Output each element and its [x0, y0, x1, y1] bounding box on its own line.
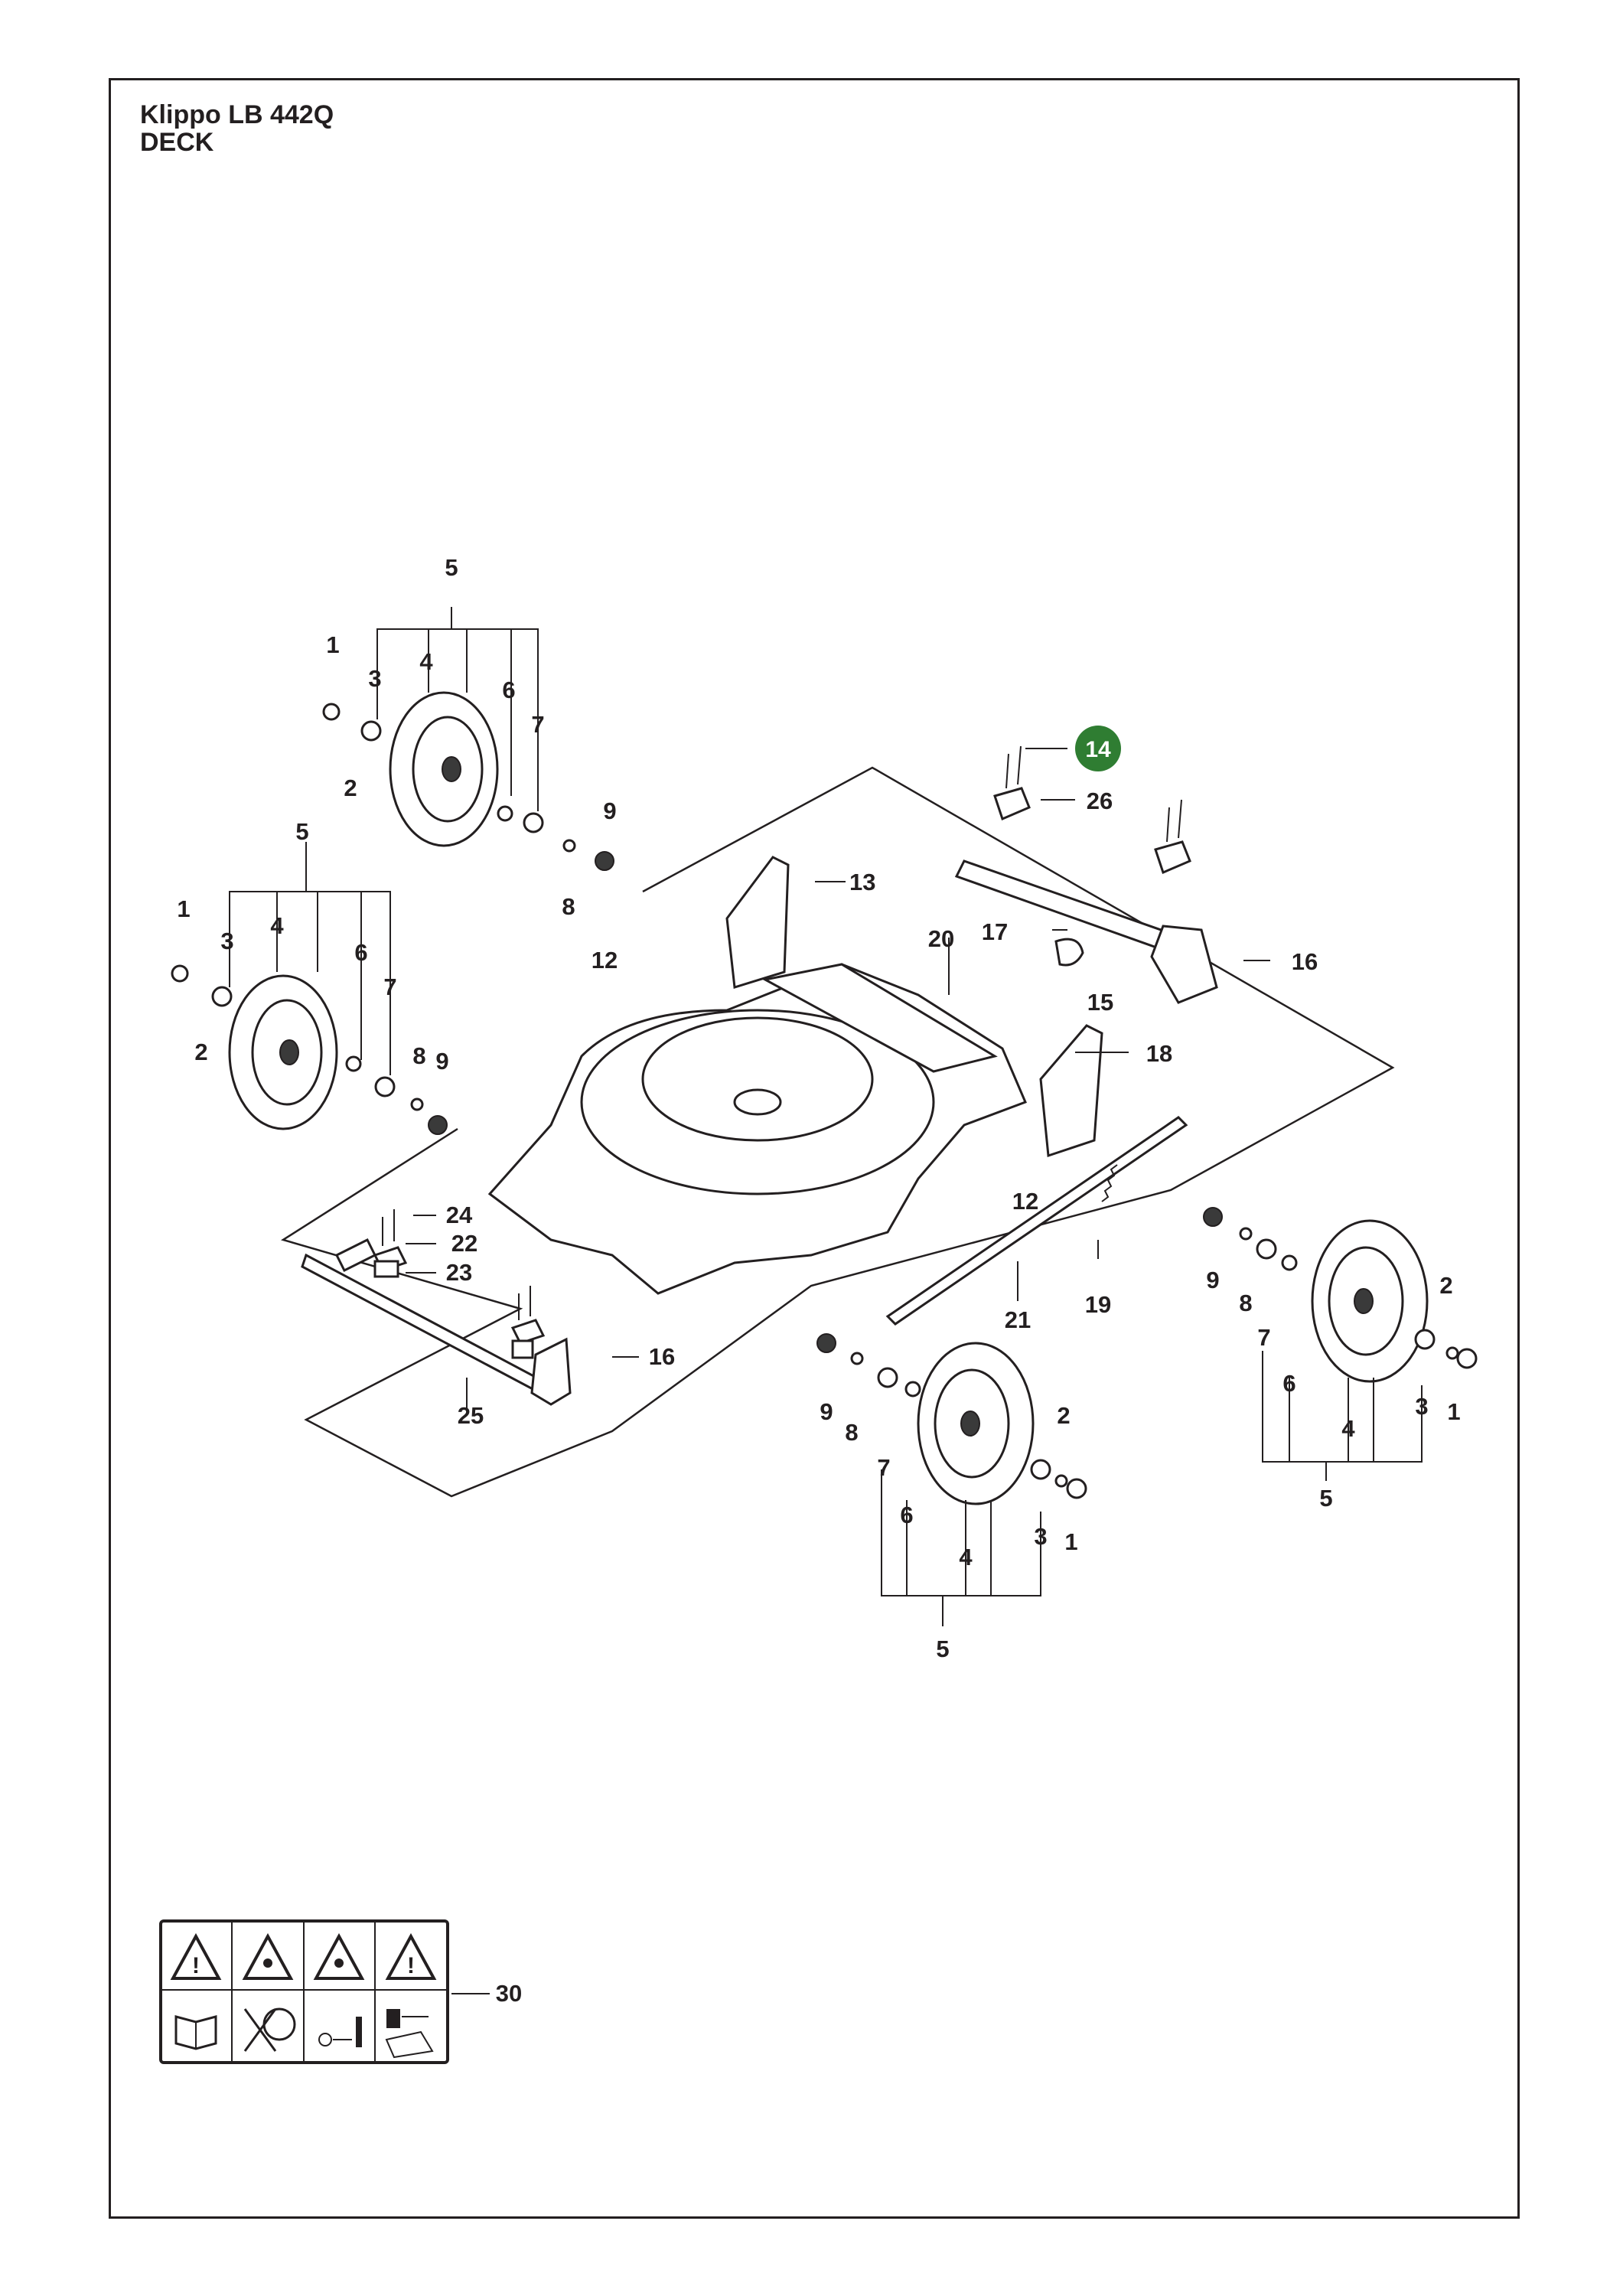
- callout-front-left-2[interactable]: 2: [344, 775, 357, 801]
- callout-leaders: [406, 748, 1270, 1994]
- wheel-rear-right: [816, 1333, 1087, 1505]
- callout-16a[interactable]: 16: [1292, 948, 1318, 975]
- callout-front-left-7[interactable]: 7: [531, 711, 544, 738]
- callout-rear-left-9[interactable]: 9: [435, 1048, 448, 1075]
- assembly-boundary: [280, 766, 1395, 1498]
- callout-17[interactable]: 17: [982, 918, 1008, 945]
- wheel-front-right: [1203, 1207, 1478, 1383]
- callout-front-left-1[interactable]: 1: [326, 631, 339, 658]
- callout-rear-left-2[interactable]: 2: [194, 1039, 207, 1065]
- manual-book-icon: [174, 2015, 217, 2050]
- svg-text:!: !: [407, 1953, 415, 1978]
- callout-front-right-9[interactable]: 9: [1206, 1267, 1219, 1293]
- callout-rear-right-3[interactable]: 3: [1034, 1523, 1047, 1550]
- safety-decal-label: ! !: [159, 1919, 449, 2064]
- callout-front-right-4[interactable]: 4: [1341, 1415, 1355, 1442]
- callout-13[interactable]: 13: [849, 869, 875, 895]
- callout-front-left-4[interactable]: 4: [419, 648, 433, 675]
- callout-front-right-8[interactable]: 8: [1239, 1290, 1252, 1316]
- bracket-13: [725, 856, 790, 989]
- callout-front-right-6[interactable]: 6: [1282, 1370, 1295, 1397]
- callout-15[interactable]: 15: [1087, 989, 1113, 1016]
- clamp-26: [993, 745, 1191, 875]
- callout-30[interactable]: 30: [496, 1980, 522, 2007]
- callout-rear-right-8[interactable]: 8: [845, 1419, 858, 1446]
- wheel-rear-left: [171, 964, 448, 1135]
- callout-14[interactable]: 14: [1085, 737, 1111, 762]
- callout-19[interactable]: 19: [1085, 1291, 1111, 1318]
- callout-25[interactable]: 25: [458, 1402, 484, 1429]
- svg-text:!: !: [192, 1953, 200, 1978]
- group-bracket-front-right: [1262, 1351, 1423, 1481]
- callout-front-left-9[interactable]: 9: [603, 797, 616, 824]
- callout-front-right-2[interactable]: 2: [1439, 1272, 1452, 1299]
- callout-front-right-3[interactable]: 3: [1415, 1393, 1428, 1420]
- warning-triangle-icon: !: [385, 1932, 437, 1980]
- bracket-18: [1039, 1024, 1103, 1158]
- keep-distance-icon: [318, 2017, 362, 2047]
- callout-rear-right-6[interactable]: 6: [900, 1502, 913, 1528]
- callout-rear-left-7[interactable]: 7: [383, 974, 396, 1000]
- wheel-front-left: [322, 691, 614, 871]
- highlight-badge[interactable]: [1075, 726, 1121, 771]
- callout-rear-right-group[interactable]: 5: [936, 1636, 949, 1662]
- callout-rear-right-4[interactable]: 4: [959, 1544, 973, 1570]
- callout-front-left-3[interactable]: 3: [368, 665, 381, 692]
- callout-23[interactable]: 23: [446, 1259, 472, 1286]
- callout-front-right-1[interactable]: 1: [1447, 1398, 1460, 1425]
- section-title: DECK: [140, 128, 214, 157]
- callout-12a[interactable]: 12: [592, 947, 618, 974]
- front-axle-21: [885, 1116, 1188, 1326]
- group-bracket-rear-right: [881, 1469, 1041, 1626]
- callout-rear-left-6[interactable]: 6: [354, 939, 367, 966]
- callout-rear-right-1[interactable]: 1: [1064, 1528, 1077, 1555]
- no-hands-feet-icon: [243, 2007, 296, 2052]
- group-bracket-rear-left: [229, 842, 391, 1075]
- disconnect-spark-plug-icon: [385, 2009, 434, 2059]
- warning-triangle-icon: !: [170, 1932, 222, 1980]
- callout-front-right-7[interactable]: 7: [1257, 1324, 1270, 1351]
- callout-front-left-group[interactable]: 5: [445, 554, 458, 581]
- callout-front-left-6[interactable]: 6: [502, 677, 515, 703]
- callout-18[interactable]: 18: [1146, 1040, 1172, 1067]
- callout-24[interactable]: 24: [446, 1202, 473, 1228]
- callout-rear-left-3[interactable]: 3: [220, 928, 233, 954]
- callout-21[interactable]: 21: [1005, 1306, 1031, 1333]
- warning-triangle-icon: [313, 1932, 365, 1980]
- callout-rear-left-group[interactable]: 5: [295, 818, 308, 845]
- callout-rear-right-2[interactable]: 2: [1057, 1402, 1070, 1429]
- rear-axle-15: [954, 859, 1218, 1004]
- callout-rear-right-7[interactable]: 7: [877, 1454, 890, 1481]
- title-block: Klippo LB 442Q DECK: [140, 101, 334, 156]
- callout-22[interactable]: 22: [451, 1230, 477, 1257]
- callout-front-left-8[interactable]: 8: [562, 893, 575, 920]
- callout-rear-left-1[interactable]: 1: [177, 895, 190, 922]
- group-bracket-front-left: [376, 607, 539, 811]
- callout-rear-right-9[interactable]: 9: [820, 1398, 833, 1425]
- warning-triangle-icon: [242, 1932, 294, 1980]
- callout-rear-left-4[interactable]: 4: [270, 912, 284, 939]
- callout-26[interactable]: 26: [1087, 788, 1113, 814]
- callout-16b[interactable]: 16: [649, 1343, 675, 1370]
- callout-12b[interactable]: 12: [1012, 1188, 1038, 1215]
- model-title: Klippo LB 442Q: [140, 100, 334, 129]
- callout-front-right-group[interactable]: 5: [1319, 1485, 1332, 1512]
- callout-rear-left-8[interactable]: 8: [412, 1042, 425, 1069]
- hardware-front-right-clamp: [510, 1286, 546, 1359]
- hardware-22-23-24: [373, 1209, 408, 1278]
- front-axle-25: [301, 1238, 572, 1406]
- page-frame: [109, 78, 1520, 2219]
- callout-20[interactable]: 20: [928, 925, 954, 952]
- mower-deck-housing: [487, 963, 1027, 1295]
